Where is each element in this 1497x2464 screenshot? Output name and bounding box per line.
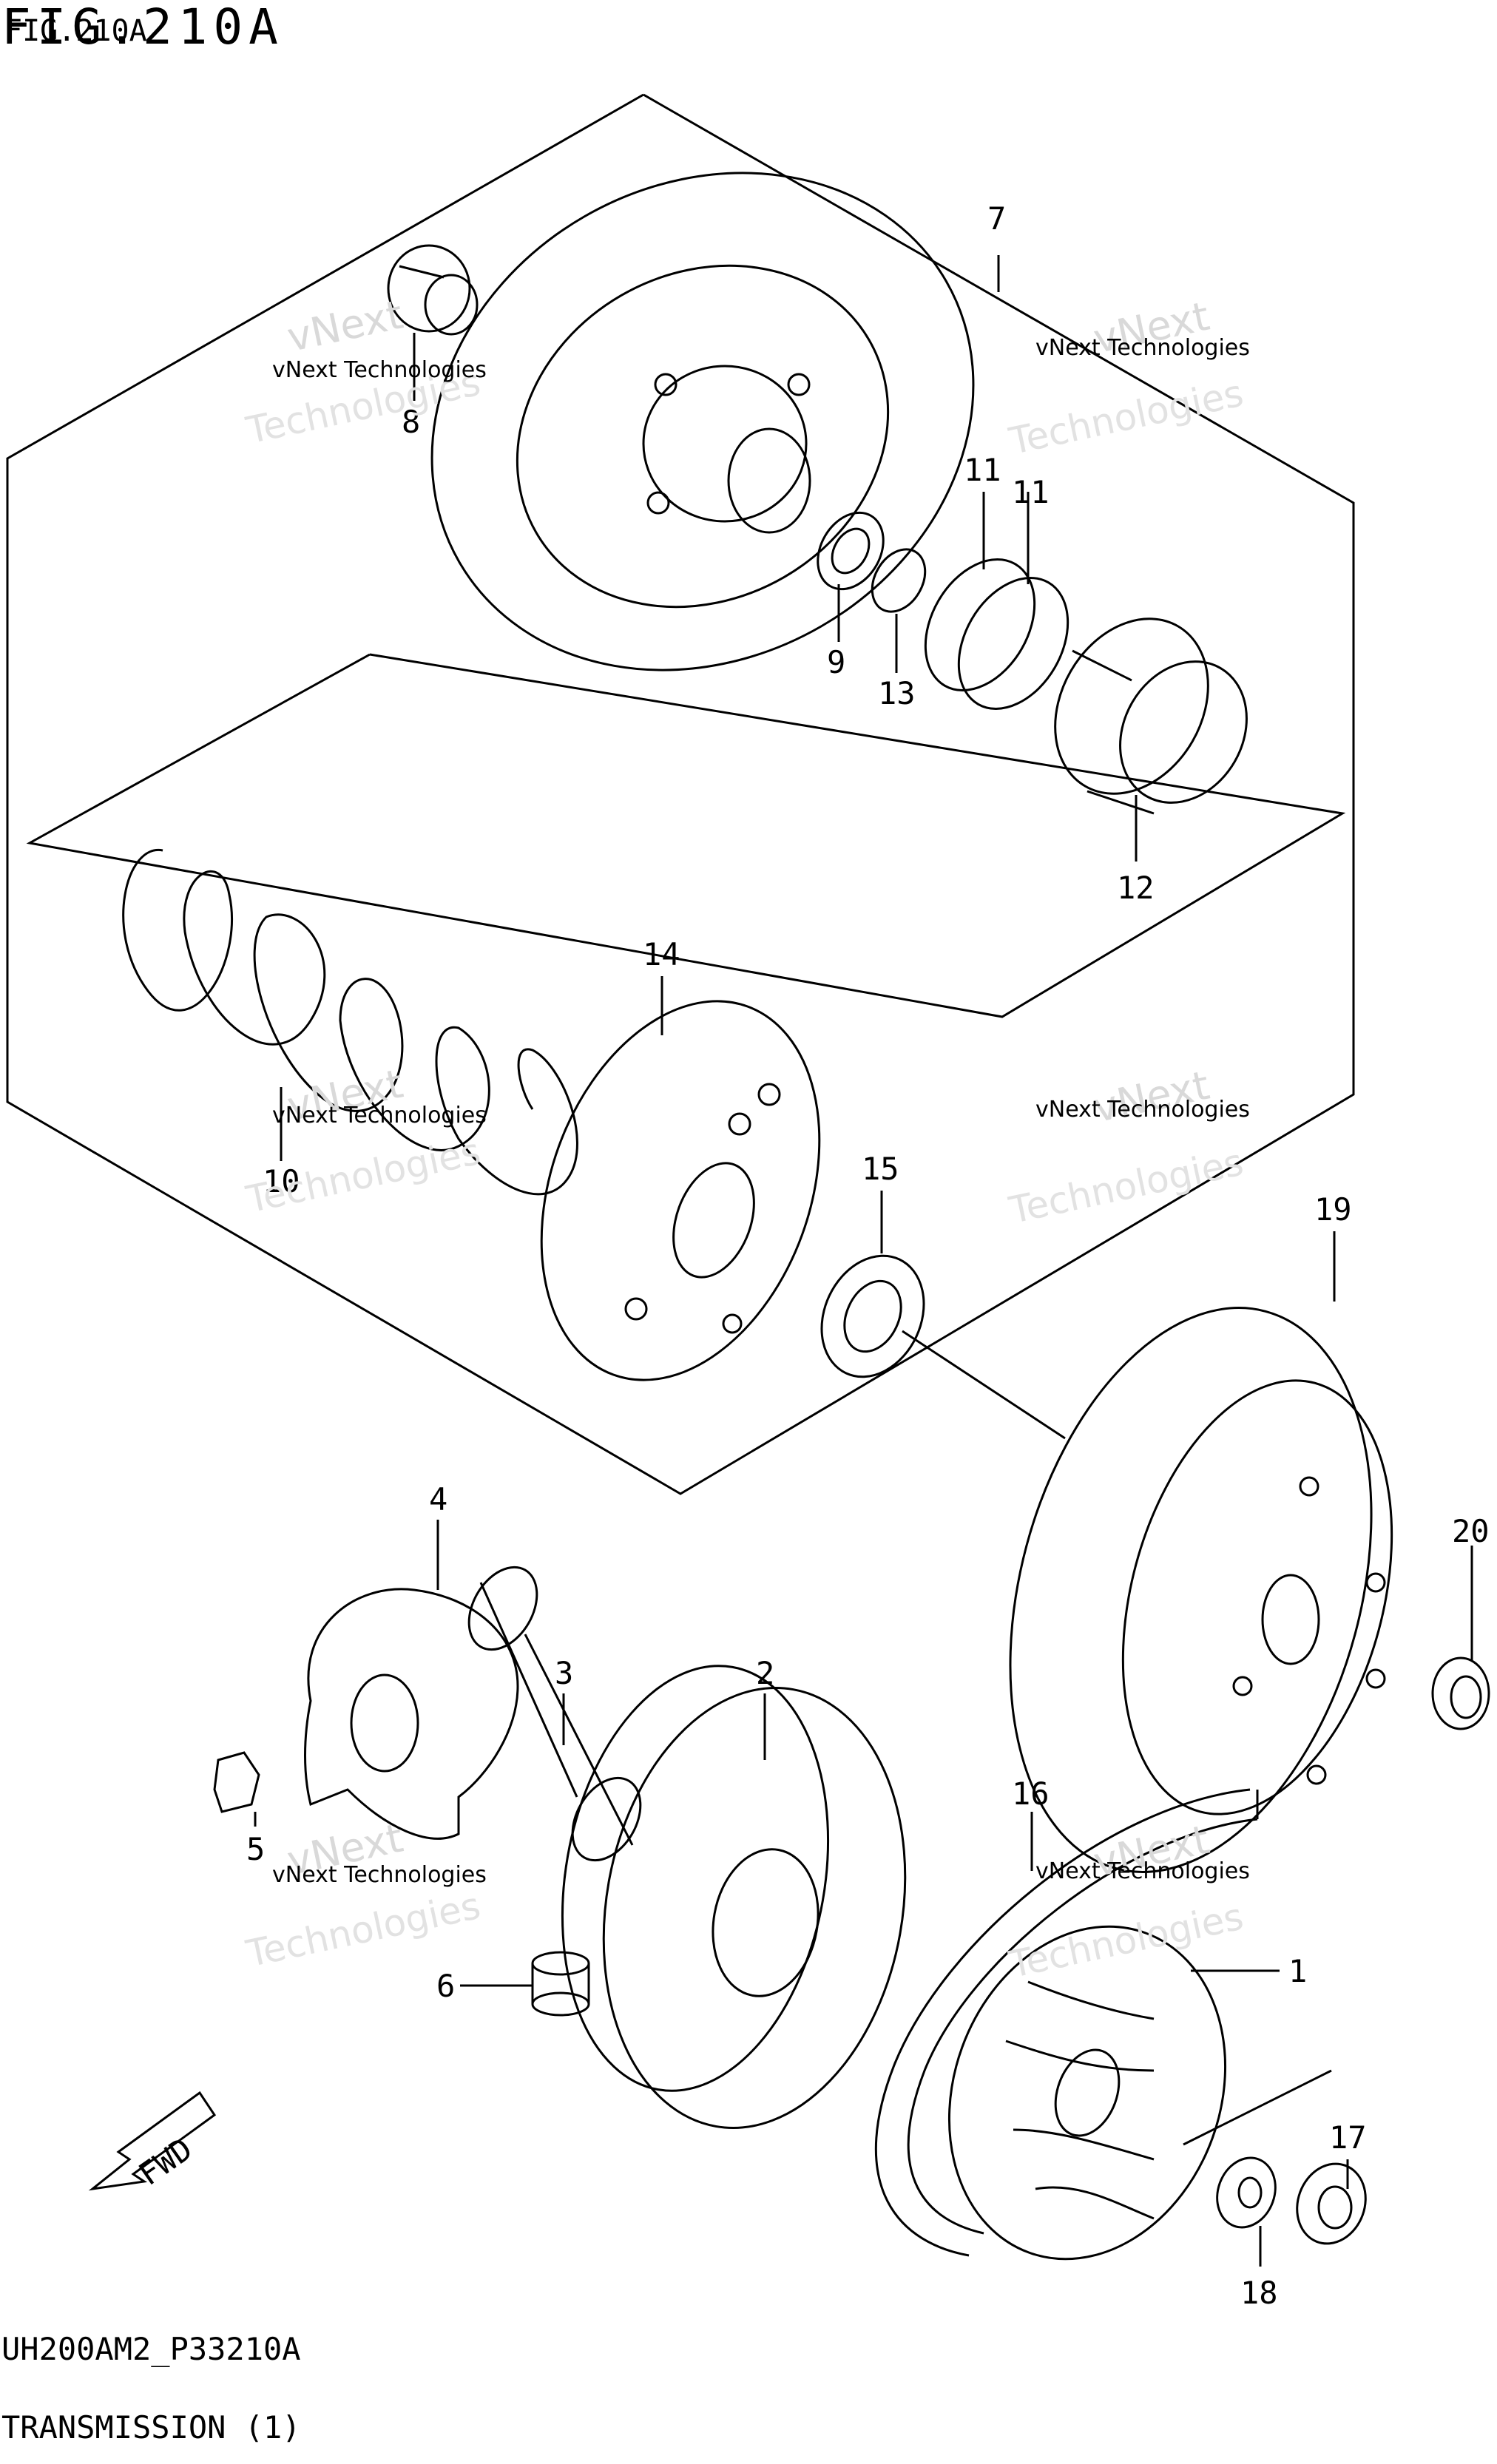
- callout-18: 18: [1240, 2275, 1278, 2311]
- part-5-clip: [213, 1751, 260, 1813]
- watermark-text-mid-right: vNext Technologies: [1035, 1097, 1250, 1123]
- callout-7: 7: [987, 200, 1006, 237]
- part-17-nut: [1296, 2162, 1367, 2245]
- watermark-bottom-left: vNext Technologies: [242, 1815, 484, 1976]
- svg-text:Technologies: Technologies: [1005, 1895, 1247, 1986]
- svg-text:Technologies: Technologies: [1005, 371, 1247, 463]
- callout-9: 9: [827, 644, 845, 680]
- watermark-bottom-right: vNext Technologies: [1005, 1816, 1247, 1986]
- part-15-nut: [820, 1254, 925, 1378]
- callout-4: 4: [429, 1481, 447, 1517]
- callout-19: 19: [1314, 1191, 1352, 1228]
- callout-11-b: 11: [1012, 474, 1050, 510]
- callout-14: 14: [643, 936, 680, 972]
- callout-20: 20: [1452, 1513, 1490, 1549]
- svg-text:vNext: vNext: [283, 291, 407, 361]
- diagram-code: UH200AM2_P33210A: [1, 2331, 301, 2367]
- watermark-mid-right: vNext Technologies: [1005, 1062, 1247, 1232]
- callout-5: 5: [246, 1831, 265, 1867]
- watermark-text-bottom-left: vNext Technologies: [272, 1862, 487, 1888]
- part-1-fixed-drive-face: [947, 1925, 1227, 2261]
- part-19-clutch-housing: [1009, 1307, 1393, 1873]
- watermark-mid-left: vNext Technologies: [242, 1060, 484, 1222]
- figure-title-overlap: FIG.210A: [4, 14, 147, 48]
- watermark-text-mid-left: vNext Technologies: [272, 1103, 487, 1128]
- callout-labels: 7 8 11 11 9 13 12 14 10 15 19 4 3 2 20 5…: [246, 200, 1490, 2311]
- part-3-sleeve: [467, 1566, 642, 1862]
- part-16-v-belt: [874, 1788, 1332, 2257]
- callout-10: 10: [263, 1163, 300, 1199]
- fwd-arrow: [88, 2091, 217, 2191]
- callout-1: 1: [1288, 1953, 1307, 1989]
- group-box-12: [26, 653, 1346, 1018]
- svg-text:Technologies: Technologies: [242, 1884, 484, 1976]
- part-20-nut: [1431, 1656, 1490, 1730]
- svg-text:Technologies: Technologies: [242, 1130, 484, 1222]
- callout-17: 17: [1329, 2119, 1367, 2156]
- part-8-needle-bearing: [387, 244, 479, 336]
- callout-16: 16: [1012, 1776, 1050, 1812]
- figure-title: FIG.210A: [1, 0, 284, 55]
- group-box-7: [6, 93, 1355, 1495]
- part-14-clutch-shoe: [540, 1000, 821, 1381]
- part-6-collar: [531, 1951, 590, 2017]
- callout-3: 3: [555, 1655, 573, 1691]
- callout-6: 6: [436, 1968, 455, 2004]
- fwd-label: FWD: [132, 2130, 199, 2193]
- part-7-driven-face: [430, 172, 975, 671]
- part-12-cap: [1054, 617, 1248, 815]
- diagram-name: TRANSMISSION (1): [1, 2409, 301, 2446]
- part-13-circlip: [871, 548, 927, 613]
- watermark-text-top-right: vNext Technologies: [1035, 335, 1250, 361]
- part-10-spring: [122, 849, 578, 1196]
- callout-12: 12: [1117, 870, 1155, 906]
- callout-8: 8: [402, 404, 420, 440]
- callout-11-a: 11: [964, 452, 1001, 488]
- callout-2: 2: [756, 1655, 774, 1691]
- svg-text:Technologies: Technologies: [1005, 1140, 1247, 1232]
- part-9-oil-seal: [817, 511, 885, 591]
- part-11-o-ring-a: [924, 558, 1036, 691]
- part-11-o-ring-b: [957, 577, 1069, 710]
- callout-13: 13: [878, 675, 916, 711]
- part-2-drive-face: [561, 1665, 907, 2129]
- watermark-text-top-left: vNext Technologies: [272, 357, 487, 383]
- watermark-text-bottom-right: vNext Technologies: [1035, 1858, 1250, 1884]
- part-4-cam-plate: [304, 1588, 519, 1840]
- part-18-washer: [1216, 2156, 1277, 2229]
- callout-15: 15: [862, 1151, 899, 1187]
